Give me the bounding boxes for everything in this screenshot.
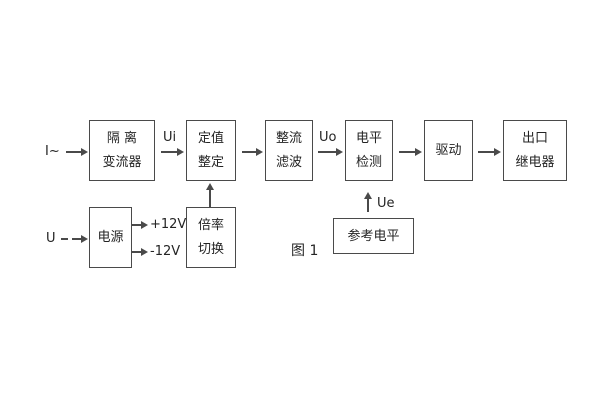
arrow-uo-line [318,151,336,153]
block-ratio-line2: 切换 [197,242,224,258]
label-plus12: +12V [150,217,187,232]
arrow-level-drive-head [415,148,422,156]
block-drive: 驱动 [424,120,473,181]
arrow-setting-rectifier-head [256,148,263,156]
block-relay-line1: 出口 [521,130,548,146]
block-rectifier-line1: 整流 [275,130,302,146]
label-signal-ue: Ue [377,196,395,211]
arrow-ue-head [364,192,372,199]
block-isolation-transformer: 隔 离 变流器 [89,120,155,181]
block-isolation-line2: 变流器 [102,155,142,171]
block-isolation-line1: 隔 离 [106,130,138,146]
label-input-voltage: U [46,231,56,246]
arrow-ui-head [177,148,184,156]
block-ratio-line1: 倍率 [197,217,224,233]
block-relay-line2: 继电器 [515,155,555,171]
arrow-voltage-input-head [81,235,88,243]
block-setting-line2: 整定 [197,155,224,171]
block-output-relay: 出口 继电器 [503,120,567,181]
arrow-ratio-setting-head [206,183,214,190]
arrow-voltage-input-dash [61,238,68,240]
figure-caption: 图 1 [291,243,319,259]
arrow-uo-head [336,148,343,156]
label-input-current: I~ [45,144,60,159]
block-level-line2: 检测 [355,155,382,171]
block-level-detect: 电平 检测 [345,120,393,181]
arrow-setting-rectifier-line [242,151,256,153]
label-signal-uo: Uo [319,130,337,145]
block-rectifier-line2: 滤波 [275,155,302,171]
arrow-minus12-head [141,248,148,256]
block-ratio-switch: 倍率 切换 [186,207,236,268]
arrow-drive-relay-head [494,148,501,156]
arrow-ratio-setting-line [209,189,211,207]
block-level-line1: 电平 [355,130,382,146]
block-setting-line1: 定值 [197,130,224,146]
block-reference-line1: 参考电平 [347,228,400,244]
arrow-current-input-head [81,148,88,156]
arrow-plus12-line [132,224,141,226]
block-rectify-filter: 整流 滤波 [265,120,313,181]
label-signal-ui: Ui [163,130,177,145]
arrow-drive-relay-line [478,151,494,153]
block-power-line1: 电源 [97,230,124,245]
block-reference-level: 参考电平 [333,218,414,254]
arrow-ue-line [367,198,369,212]
label-minus12: -12V [150,244,181,259]
block-power-supply: 电源 [89,207,132,268]
block-setpoint-adjust: 定值 整定 [186,120,236,181]
arrow-ui-line [161,151,177,153]
arrow-level-drive-line [399,151,415,153]
block-drive-line1: 驱动 [435,143,462,158]
arrow-plus12-head [141,221,148,229]
arrow-voltage-input-line [72,238,81,240]
arrow-current-input-line [66,151,81,153]
arrow-minus12-line [132,251,141,253]
